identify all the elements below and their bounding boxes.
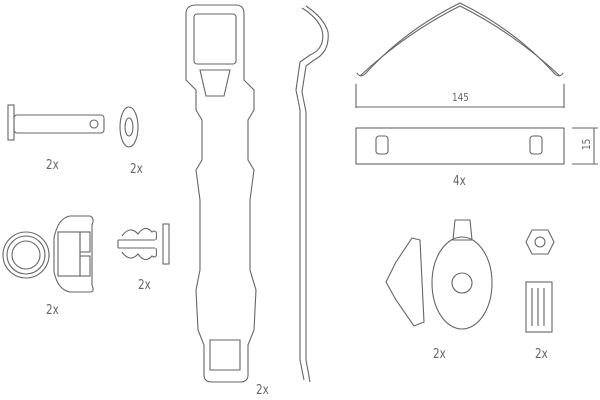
length-dimension: 145 [452,91,469,104]
cap-and-disc-qty: 2x [433,347,446,362]
clevis-pin-qty: 2x [46,158,59,173]
nut-and-bolt [525,229,555,333]
clevis-pin [7,104,105,141]
nut-and-bolt-qty: 2x [535,347,548,362]
spring-clip-qty: 2x [138,278,151,293]
guide-spring-side [295,5,329,383]
bushing [2,215,94,293]
spring-clip [117,223,170,265]
bushing-qty: 2x [46,303,59,318]
anti-rattle-spring-qty: 4x [453,174,466,189]
guide-spring-qty: 2x [256,383,269,398]
width-dimension: 15 [580,138,593,150]
guide-spring-front [185,4,257,383]
washer [119,106,139,148]
anti-rattle-spring [355,2,598,165]
washer-qty: 2x [130,162,143,177]
cap-and-disc [385,219,493,330]
